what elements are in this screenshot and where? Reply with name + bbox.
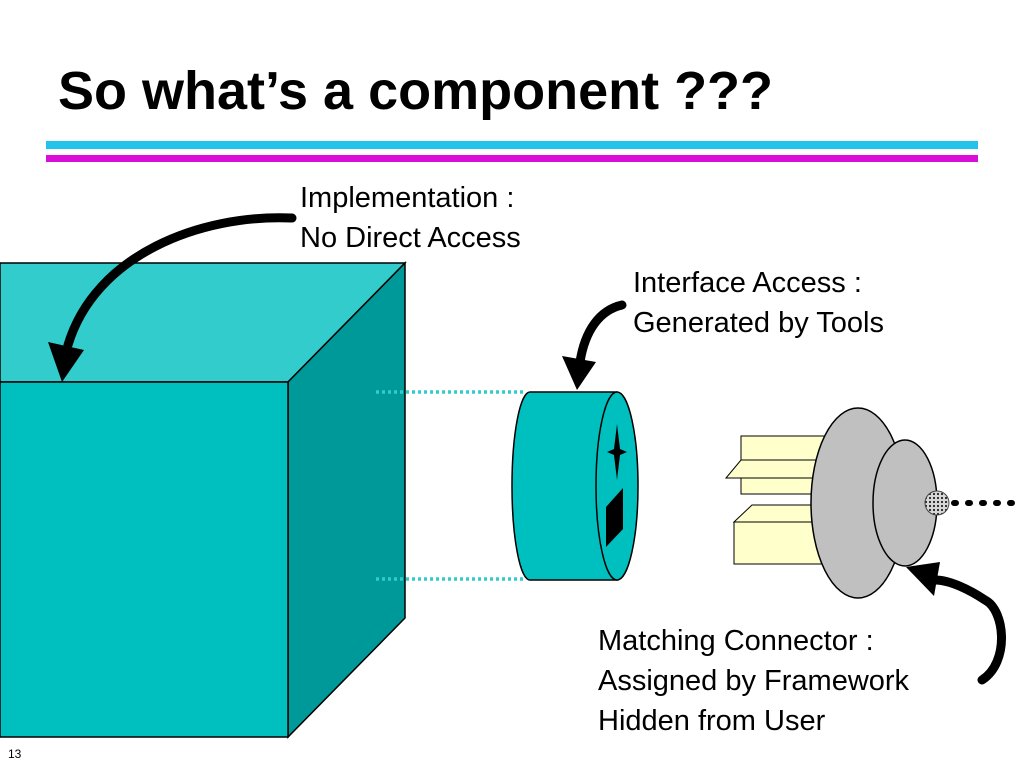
- connector-arrowhead-icon: [906, 562, 940, 596]
- cylinder-face: [595, 391, 639, 581]
- interface-arrowhead-icon: [562, 356, 596, 390]
- interface-star-icon: [607, 424, 627, 480]
- implementation-arrowhead-icon: [48, 342, 84, 382]
- page-number: 13: [8, 747, 22, 761]
- connector-mesh-ball-icon: [924, 490, 950, 516]
- connector-label-line2: Assigned by Framework: [598, 665, 910, 697]
- interface-label-line1: Interface Access :: [633, 267, 862, 299]
- implementation-label-line1: Implementation :: [300, 182, 515, 214]
- cylinder-body: [511, 391, 618, 581]
- connector-label-line1: Matching Connector :: [598, 625, 874, 657]
- implementation-label: Implementation : No Direct Access: [300, 178, 521, 258]
- interface-cylinder: [511, 391, 639, 581]
- title-rule-magenta: [46, 155, 978, 162]
- interface-label-line2: Generated by Tools: [633, 307, 884, 339]
- implementation-label-line2: No Direct Access: [300, 222, 521, 254]
- interface-socket-icon: [606, 488, 623, 547]
- implementation-arrow: [48, 213, 297, 382]
- component-cube: [0, 261, 407, 739]
- interface-arrow: [562, 300, 627, 390]
- connector-arrow: [906, 562, 1006, 685]
- cube-front-face: [0, 381, 289, 738]
- connector-label-line3: Hidden from User: [598, 705, 826, 737]
- slide-title: So what’s a component ???: [58, 61, 774, 121]
- title-rule-cyan: [46, 141, 978, 149]
- interface-label: Interface Access : Generated by Tools: [633, 263, 884, 343]
- connector-assembly: [724, 407, 1024, 599]
- connector-label: Matching Connector : Assigned by Framewo…: [598, 621, 909, 741]
